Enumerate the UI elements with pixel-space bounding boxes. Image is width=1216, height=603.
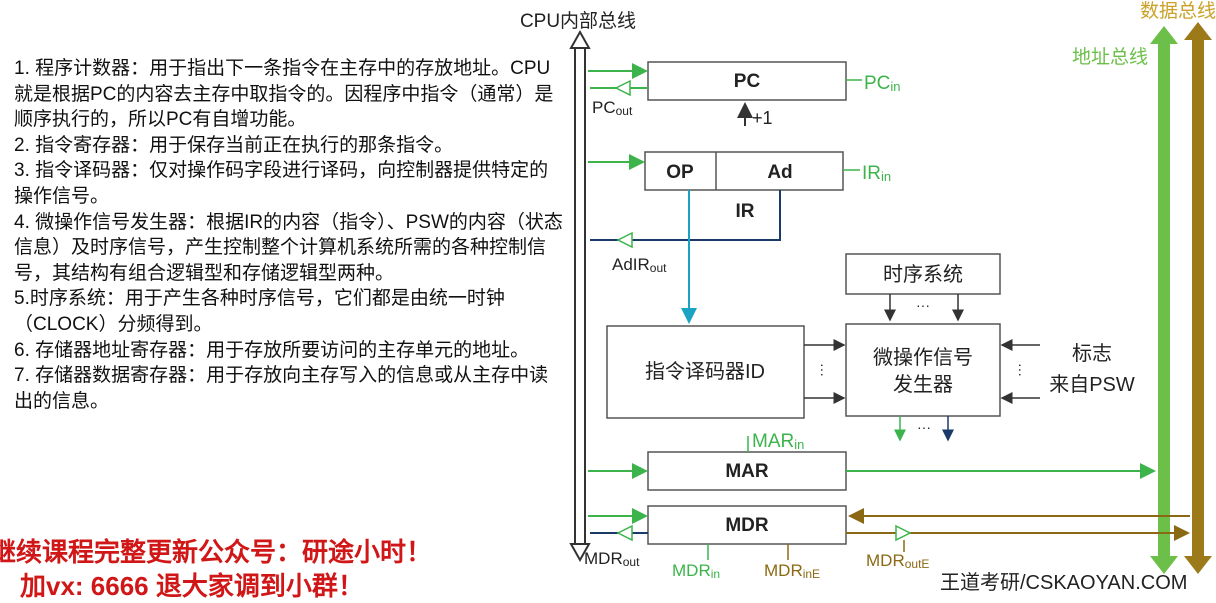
- mdr-out-e-gate-icon: [895, 524, 912, 542]
- cpu-bus-label: CPU内部总线: [520, 10, 636, 32]
- ir-label: IR: [736, 201, 755, 222]
- pc-label: PC: [734, 71, 761, 92]
- pc-in-signal: PCin: [864, 73, 901, 94]
- mdr-label: MDR: [725, 515, 769, 536]
- mar-label: MAR: [725, 461, 769, 482]
- ir-register: [644, 151, 844, 191]
- note-mdr: 7. 存储器数据寄存器：用于存放向主存写入的信息或从主存中读出的信息。: [14, 365, 549, 412]
- watermark: 王道考研/CSKAOYAN.COM: [940, 572, 1188, 594]
- psw-dots: ···: [1013, 363, 1029, 377]
- data-bus-label: 数据总线: [1140, 0, 1216, 22]
- explanation-list: 1. 程序计数器：用于指出下一条指令在主存中的存放地址。CPU就是根据PC的内容…: [14, 56, 566, 414]
- note-mar: 6. 存储器地址寄存器：用于存放所要访问的主存单元的地址。: [14, 339, 530, 361]
- promo-banner-2: 加vx: 6666 退大家调到小群！: [20, 571, 364, 601]
- promo-banner: 继续课程完整更新公众号：研途小时！: [0, 537, 433, 567]
- address-bus: [1150, 26, 1178, 574]
- timing-dots: ···: [916, 297, 930, 313]
- note-decoder: 3. 指令译码器：仅对操作码字段进行译码，向控制器提供特定的操作信号。: [14, 160, 549, 207]
- micro-op-output-dots: ···: [917, 419, 931, 435]
- ir-op-field: OP: [666, 162, 694, 183]
- note-micro-gen: 4. 微操作信号发生器：根据IR的内容（指令）、PSW的内容（状态信息）及时序信…: [14, 211, 563, 284]
- instruction-decoder-label: 指令译码器ID: [645, 360, 765, 383]
- mdr-out-e-signal: MDRoutE: [866, 551, 929, 571]
- pc-register: [647, 61, 847, 101]
- note-ir: 2. 指令寄存器：用于保存当前正在执行的那条指令。: [14, 134, 454, 156]
- ir-ad-field: Ad: [767, 162, 792, 183]
- psw-flags-label-1: 标志: [1072, 342, 1112, 365]
- instruction-decoder-box: [606, 325, 805, 419]
- micro-op-generator-box: [845, 323, 1001, 417]
- mdr-register: [647, 505, 847, 545]
- note-timing: 5.时序系统：用于产生各种时序信号，它们都是由统一时钟（CLOCK）分频得到。: [14, 288, 505, 335]
- adir-out-line: [590, 190, 781, 241]
- mdr-in-e-signal: MDRinE: [764, 561, 820, 581]
- decoder-dots: ···: [815, 363, 831, 377]
- address-bus-label: 地址总线: [1072, 46, 1148, 68]
- mar-in-signal: MARin: [752, 431, 804, 452]
- note-pc: 1. 程序计数器：用于指出下一条指令在主存中的存放地址。CPU就是根据PC的内容…: [14, 58, 554, 131]
- mdr-out-gate-icon: [616, 524, 633, 542]
- adir-out-signal: AdIRout: [612, 255, 667, 275]
- pc-increment-label: +1: [752, 108, 773, 128]
- micro-op-generator-label-2: 发生器: [893, 373, 953, 396]
- micro-op-generator-label-1: 微操作信号: [873, 346, 973, 369]
- ir-in-signal: IRin: [862, 163, 891, 184]
- pc-out-gate-icon: [614, 79, 631, 97]
- mdr-in-signal: MDRin: [672, 561, 720, 581]
- timing-system-label: 时序系统: [883, 263, 963, 286]
- adir-out-gate-icon: [616, 231, 633, 249]
- pc-out-signal: PCout: [592, 98, 633, 118]
- psw-flags-label-2: 来自PSW: [1049, 373, 1135, 396]
- mdr-out-signal: MDRout: [584, 549, 640, 569]
- data-bus: [1184, 22, 1212, 574]
- timing-system-box: [845, 253, 1001, 295]
- cpu-internal-bus: [569, 29, 591, 563]
- cpu-diagram: CPU内部总线 地址总线 数据总线 PC PCin PCout +1 OP Ad…: [520, 0, 1216, 581]
